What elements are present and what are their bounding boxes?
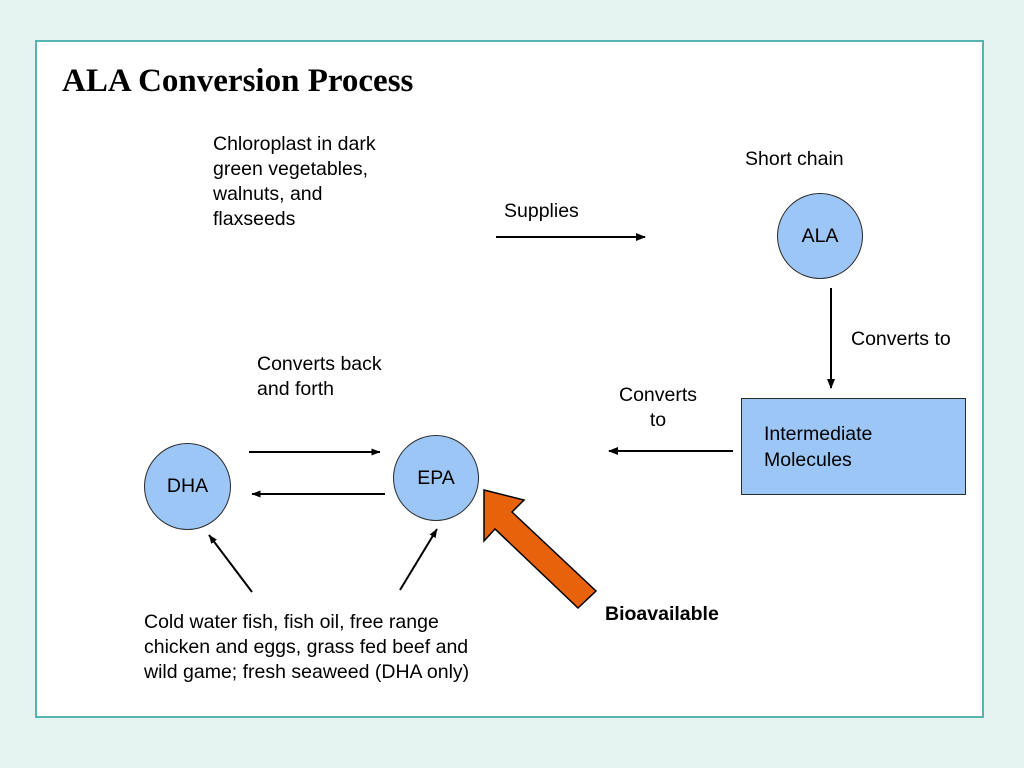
label-source-description: Chloroplast in dark green vegetables, wa…: [213, 133, 376, 230]
label-converts-back-and-forth: Converts back and forth: [257, 353, 382, 400]
node-ala[interactable]: ALA: [777, 193, 863, 279]
label-supplies: Supplies: [504, 200, 579, 222]
node-dha[interactable]: DHA: [144, 443, 231, 530]
node-epa[interactable]: EPA: [393, 435, 479, 521]
label-converts-to-right: Converts to: [851, 328, 951, 350]
label-converts-to-left: Converts to: [618, 384, 698, 431]
label-short-chain: Short chain: [745, 148, 844, 170]
page-title: ALA Conversion Process: [62, 63, 414, 99]
node-intermediate-molecules[interactable]: Intermediate Molecules: [741, 398, 966, 495]
label-food-sources: Cold water fish, fish oil, free range ch…: [144, 611, 470, 683]
label-bioavailable: Bioavailable: [605, 603, 719, 625]
